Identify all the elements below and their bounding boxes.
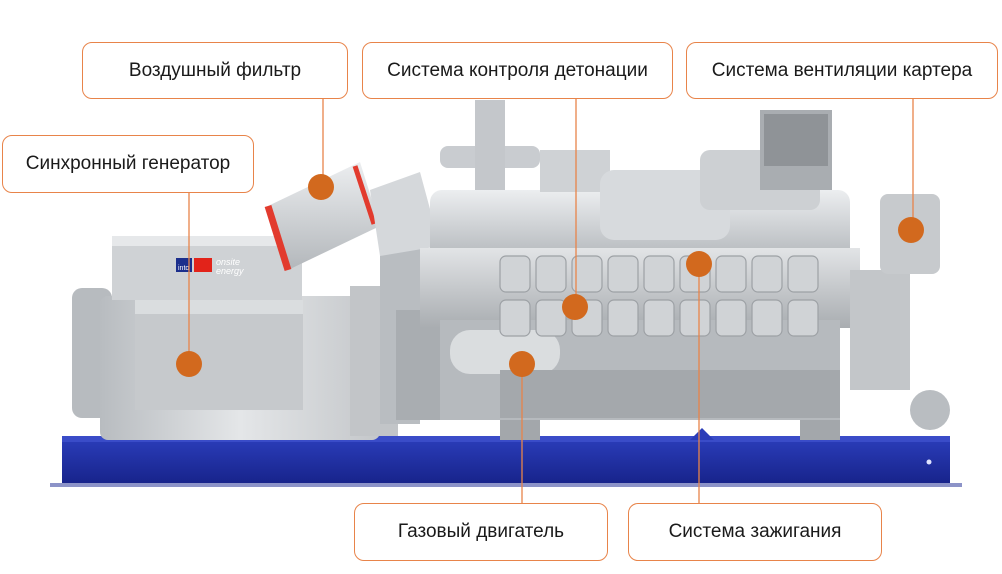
marker-knock-control	[562, 294, 588, 320]
svg-text:onsite: onsite	[216, 257, 240, 267]
gas-engine	[420, 100, 950, 440]
callout-air-filter-label: Воздушный фильтр	[128, 59, 302, 81]
brand-logo: into onsite energy	[176, 257, 244, 276]
callout-crankcase-ventilation: Система вентиляции картера	[686, 42, 998, 99]
svg-text:into: into	[178, 265, 189, 272]
synchronous-generator	[72, 236, 442, 440]
callout-gas-engine-label: Газовый двигатель	[397, 521, 565, 542]
marker-crankcase	[898, 217, 924, 243]
callout-generator-label: Синхронный генератор	[25, 153, 231, 174]
marker-ignition	[686, 251, 712, 277]
callout-ignition: Система зажигания	[628, 503, 882, 561]
markers	[176, 174, 924, 377]
callout-crankcase-ventilation-label: Система вентиляции картера	[711, 59, 973, 81]
leader-lines	[188, 99, 914, 503]
callout-knock-control-label: Система контроля детонации	[387, 59, 648, 81]
marker-generator	[176, 351, 202, 377]
marker-gas-engine	[509, 351, 535, 377]
callout-air-filter: Воздушный фильтр	[82, 42, 348, 99]
air-filter	[264, 162, 440, 272]
callout-generator: Синхронный генератор	[2, 135, 254, 193]
callout-ignition-label: Система зажигания	[668, 521, 842, 542]
callout-knock-control: Система контроля детонации	[362, 42, 673, 99]
svg-text:energy: energy	[216, 266, 244, 276]
callout-gas-engine: Газовый двигатель	[354, 503, 608, 561]
marker-air-filter	[308, 174, 334, 200]
